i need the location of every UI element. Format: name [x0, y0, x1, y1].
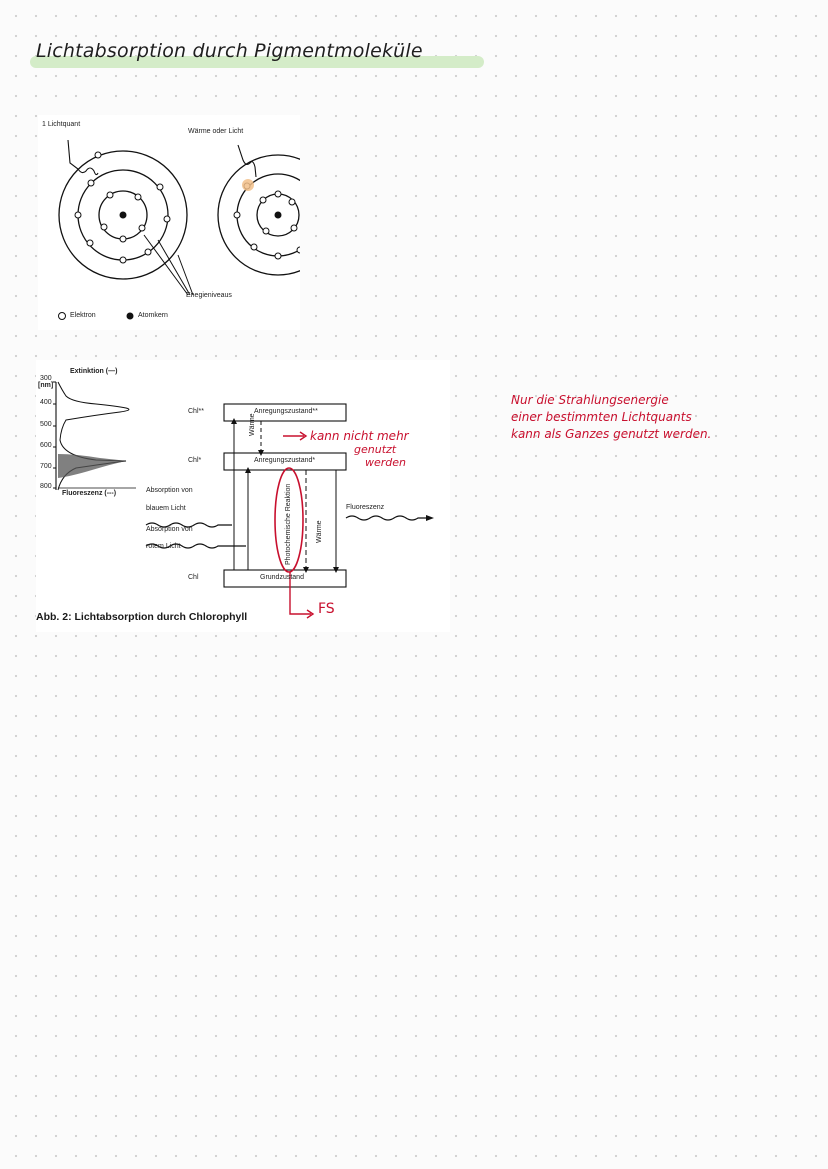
axis-tick-500: 500: [40, 421, 52, 428]
page-title: Lichtabsorption durch Pigmentmoleküle: [36, 40, 423, 62]
waerme-upper: Wärme: [249, 413, 256, 436]
side-note-line1: Nur die Strahlungsenergie: [511, 393, 669, 407]
absorption-blue-line2: blauem Licht: [146, 505, 186, 512]
label-waerme-licht: Wärme oder Licht: [188, 128, 244, 135]
annotation-nicht-line3: werden: [365, 456, 407, 469]
energy-figure: Extinktion (—) [nm] 300 400 500 600 700 …: [36, 360, 450, 632]
legend-atomkern: Atomkern: [138, 312, 168, 319]
extinktion-label: Extinktion (—): [70, 368, 118, 375]
legend-elektron: Elektron: [70, 312, 96, 319]
label-energieniveaus: Enegieniveaus: [186, 292, 232, 299]
state-excited1: Anregungszustand*: [254, 457, 316, 464]
absorption-red-line1: Absorption von: [146, 526, 193, 533]
absorption-red-line2: rotem Licht: [146, 543, 181, 550]
atom-figure: 1 Lichtquant Wärme oder Licht Enegienive…: [38, 115, 300, 330]
axis-unit: [nm]: [38, 382, 54, 389]
state-ground: Grundzustand: [260, 574, 304, 581]
title-highlight: [30, 56, 484, 68]
annotation-nicht-line1: kann nicht mehr: [310, 429, 409, 443]
atom-diagram: [58, 139, 300, 320]
axis-tick-700: 700: [40, 463, 52, 470]
absorption-blue-line1: Absorption von: [146, 487, 193, 494]
side-note: Nur die Strahlungsenergie einer bestimmt…: [511, 392, 711, 443]
label-lichtquant: 1 Lichtquant: [42, 121, 81, 128]
side-note-line3: kann als Ganzes genutzt werden.: [511, 427, 712, 441]
side-note-line2: einer bestimmten Lichtquants: [511, 410, 692, 424]
annotation-fs: FS: [318, 601, 335, 617]
figure-caption: Abb. 2: Lichtabsorption durch Chlorophyl…: [36, 611, 248, 623]
level-chl2: Chl**: [188, 408, 204, 415]
annotation-nicht-line2: genutzt: [354, 443, 397, 456]
level-chl1: Chl*: [188, 457, 202, 464]
photochem-label: Photochemische Reaktion: [285, 483, 292, 565]
axis-tick-300: 300: [40, 375, 52, 382]
axis-tick-600: 600: [40, 442, 52, 449]
energy-diagram: [53, 381, 434, 619]
fluoreszenz-axis-label: Fluoreszenz (---): [62, 490, 117, 497]
axis-tick-800: 800: [40, 483, 52, 490]
state-excited2: Anregungszustand**: [254, 408, 318, 415]
fluoreszenz-label: Fluoreszenz: [346, 504, 385, 511]
axis-tick-400: 400: [40, 399, 52, 406]
waerme-lower: Wärme: [316, 520, 323, 543]
level-chl0: Chl: [188, 574, 199, 581]
